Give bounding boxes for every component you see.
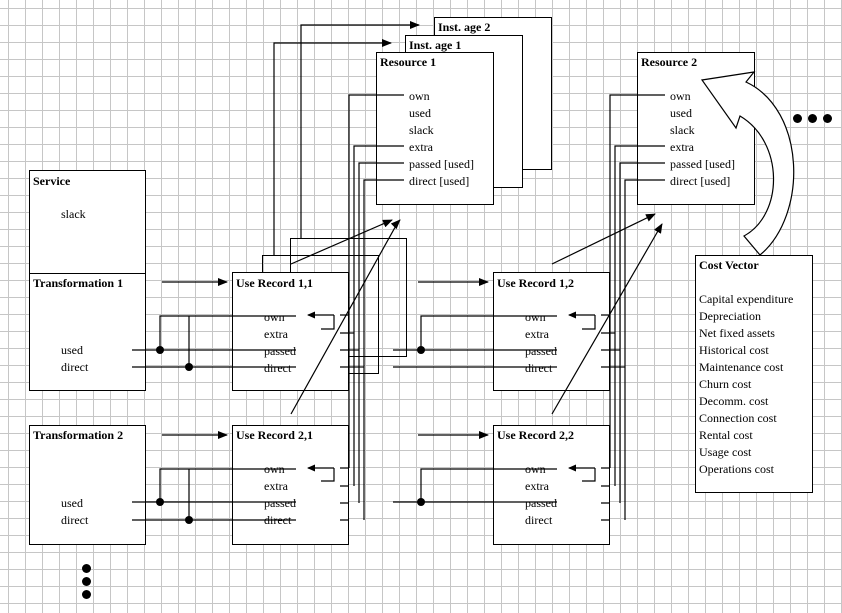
service-title: Service bbox=[33, 174, 71, 188]
cost-vector-item: Decomm. cost bbox=[699, 394, 769, 408]
resource-1-field: extra bbox=[409, 140, 433, 154]
use-record-22-field: extra bbox=[525, 479, 549, 493]
use-record-11-field: extra bbox=[264, 327, 288, 341]
cost-vector-item: Historical cost bbox=[699, 343, 769, 357]
service-divider bbox=[30, 273, 145, 274]
resource-1-field: used bbox=[409, 106, 431, 120]
cost-vector-box: Cost Vector Capital expenditure Deprecia… bbox=[695, 255, 813, 493]
resource-2-field: passed [used] bbox=[670, 157, 735, 171]
resource-2-field: own bbox=[670, 89, 691, 103]
resource-1-field: slack bbox=[409, 123, 434, 137]
cost-vector-item: Rental cost bbox=[699, 428, 753, 442]
junction-dot bbox=[417, 346, 425, 354]
use-record-22-field: direct bbox=[525, 513, 553, 527]
cost-vector-item: Net fixed assets bbox=[699, 326, 775, 340]
use-record-21-box: Use Record 2,1 own extra passed direct bbox=[232, 425, 349, 545]
ellipsis-dot bbox=[82, 590, 91, 599]
cost-vector-item: Connection cost bbox=[699, 411, 777, 425]
use-record-22-title: Use Record 2,2 bbox=[497, 428, 574, 442]
use-record-11-field: own bbox=[264, 310, 285, 324]
cost-vector-title: Cost Vector bbox=[699, 258, 759, 272]
resource-1-field: direct [used] bbox=[409, 174, 470, 188]
transformation-1-field: used bbox=[61, 343, 83, 357]
use-record-22-field: passed bbox=[525, 496, 557, 510]
transformation-2-field: used bbox=[61, 496, 83, 510]
cost-vector-item: Operations cost bbox=[699, 462, 774, 476]
transformation-2-title: Transformation 2 bbox=[33, 428, 124, 442]
junction-dot bbox=[156, 346, 164, 354]
use-record-11-field: passed bbox=[264, 344, 296, 358]
ellipsis-dot bbox=[82, 564, 91, 573]
resource-1-box: Resource 1 own used slack extra passed [… bbox=[376, 52, 494, 205]
cost-vector-item: Usage cost bbox=[699, 445, 752, 459]
use-record-11-title: Use Record 1,1 bbox=[236, 276, 313, 290]
use-record-22-field: own bbox=[525, 462, 546, 476]
junction-dot bbox=[185, 516, 193, 524]
use-record-12-box: Use Record 1,2 own extra passed direct bbox=[493, 272, 610, 391]
transformation-2-field: direct bbox=[61, 513, 89, 527]
resource-1-title: Resource 1 bbox=[380, 55, 437, 69]
resource-2-box: Resource 2 own used slack extra passed [… bbox=[637, 52, 755, 205]
cost-vector-item: Capital expenditure bbox=[699, 292, 794, 306]
use-record-21-field: direct bbox=[264, 513, 292, 527]
resource-1-field: passed [used] bbox=[409, 157, 474, 171]
use-record-12-title: Use Record 1,2 bbox=[497, 276, 574, 290]
resource-2-field: direct [used] bbox=[670, 174, 731, 188]
transformation-1-field: direct bbox=[61, 360, 89, 374]
resource-1-field: own bbox=[409, 89, 430, 103]
ellipsis-dot bbox=[793, 114, 802, 123]
junction-dot bbox=[417, 498, 425, 506]
transformation-2-box: Transformation 2 used direct bbox=[29, 425, 146, 545]
service-box: Service slack Transformation 1 used dire… bbox=[29, 170, 146, 391]
inst-age-1-title: Inst. age 1 bbox=[409, 38, 462, 52]
use-record-21-field: own bbox=[264, 462, 285, 476]
service-field: slack bbox=[61, 207, 86, 221]
use-record-12-field: passed bbox=[525, 344, 557, 358]
resource-2-field: extra bbox=[670, 140, 694, 154]
use-record-21-field: passed bbox=[264, 496, 296, 510]
junction-dot bbox=[185, 363, 193, 371]
use-record-22-box: Use Record 2,2 own extra passed direct bbox=[493, 425, 610, 545]
cost-vector-item: Churn cost bbox=[699, 377, 752, 391]
resource-2-field: used bbox=[670, 106, 692, 120]
resource-2-field: slack bbox=[670, 123, 695, 137]
cost-vector-item: Maintenance cost bbox=[699, 360, 784, 374]
use-record-11-box: Use Record 1,1 own extra passed direct bbox=[232, 272, 349, 391]
ellipsis-dot bbox=[82, 577, 91, 586]
use-record-12-field: direct bbox=[525, 361, 553, 375]
use-record-12-field: extra bbox=[525, 327, 549, 341]
use-record-21-title: Use Record 2,1 bbox=[236, 428, 313, 442]
ellipsis-dot bbox=[808, 114, 817, 123]
transformation-1-title: Transformation 1 bbox=[33, 276, 124, 290]
resource-2-title: Resource 2 bbox=[641, 55, 698, 69]
use-record-12-field: own bbox=[525, 310, 546, 324]
inst-age-2-title: Inst. age 2 bbox=[438, 20, 491, 34]
junction-dot bbox=[156, 498, 164, 506]
cost-vector-item: Depreciation bbox=[699, 309, 761, 323]
use-record-21-field: extra bbox=[264, 479, 288, 493]
use-record-11-field: direct bbox=[264, 361, 292, 375]
ellipsis-dot bbox=[823, 114, 832, 123]
